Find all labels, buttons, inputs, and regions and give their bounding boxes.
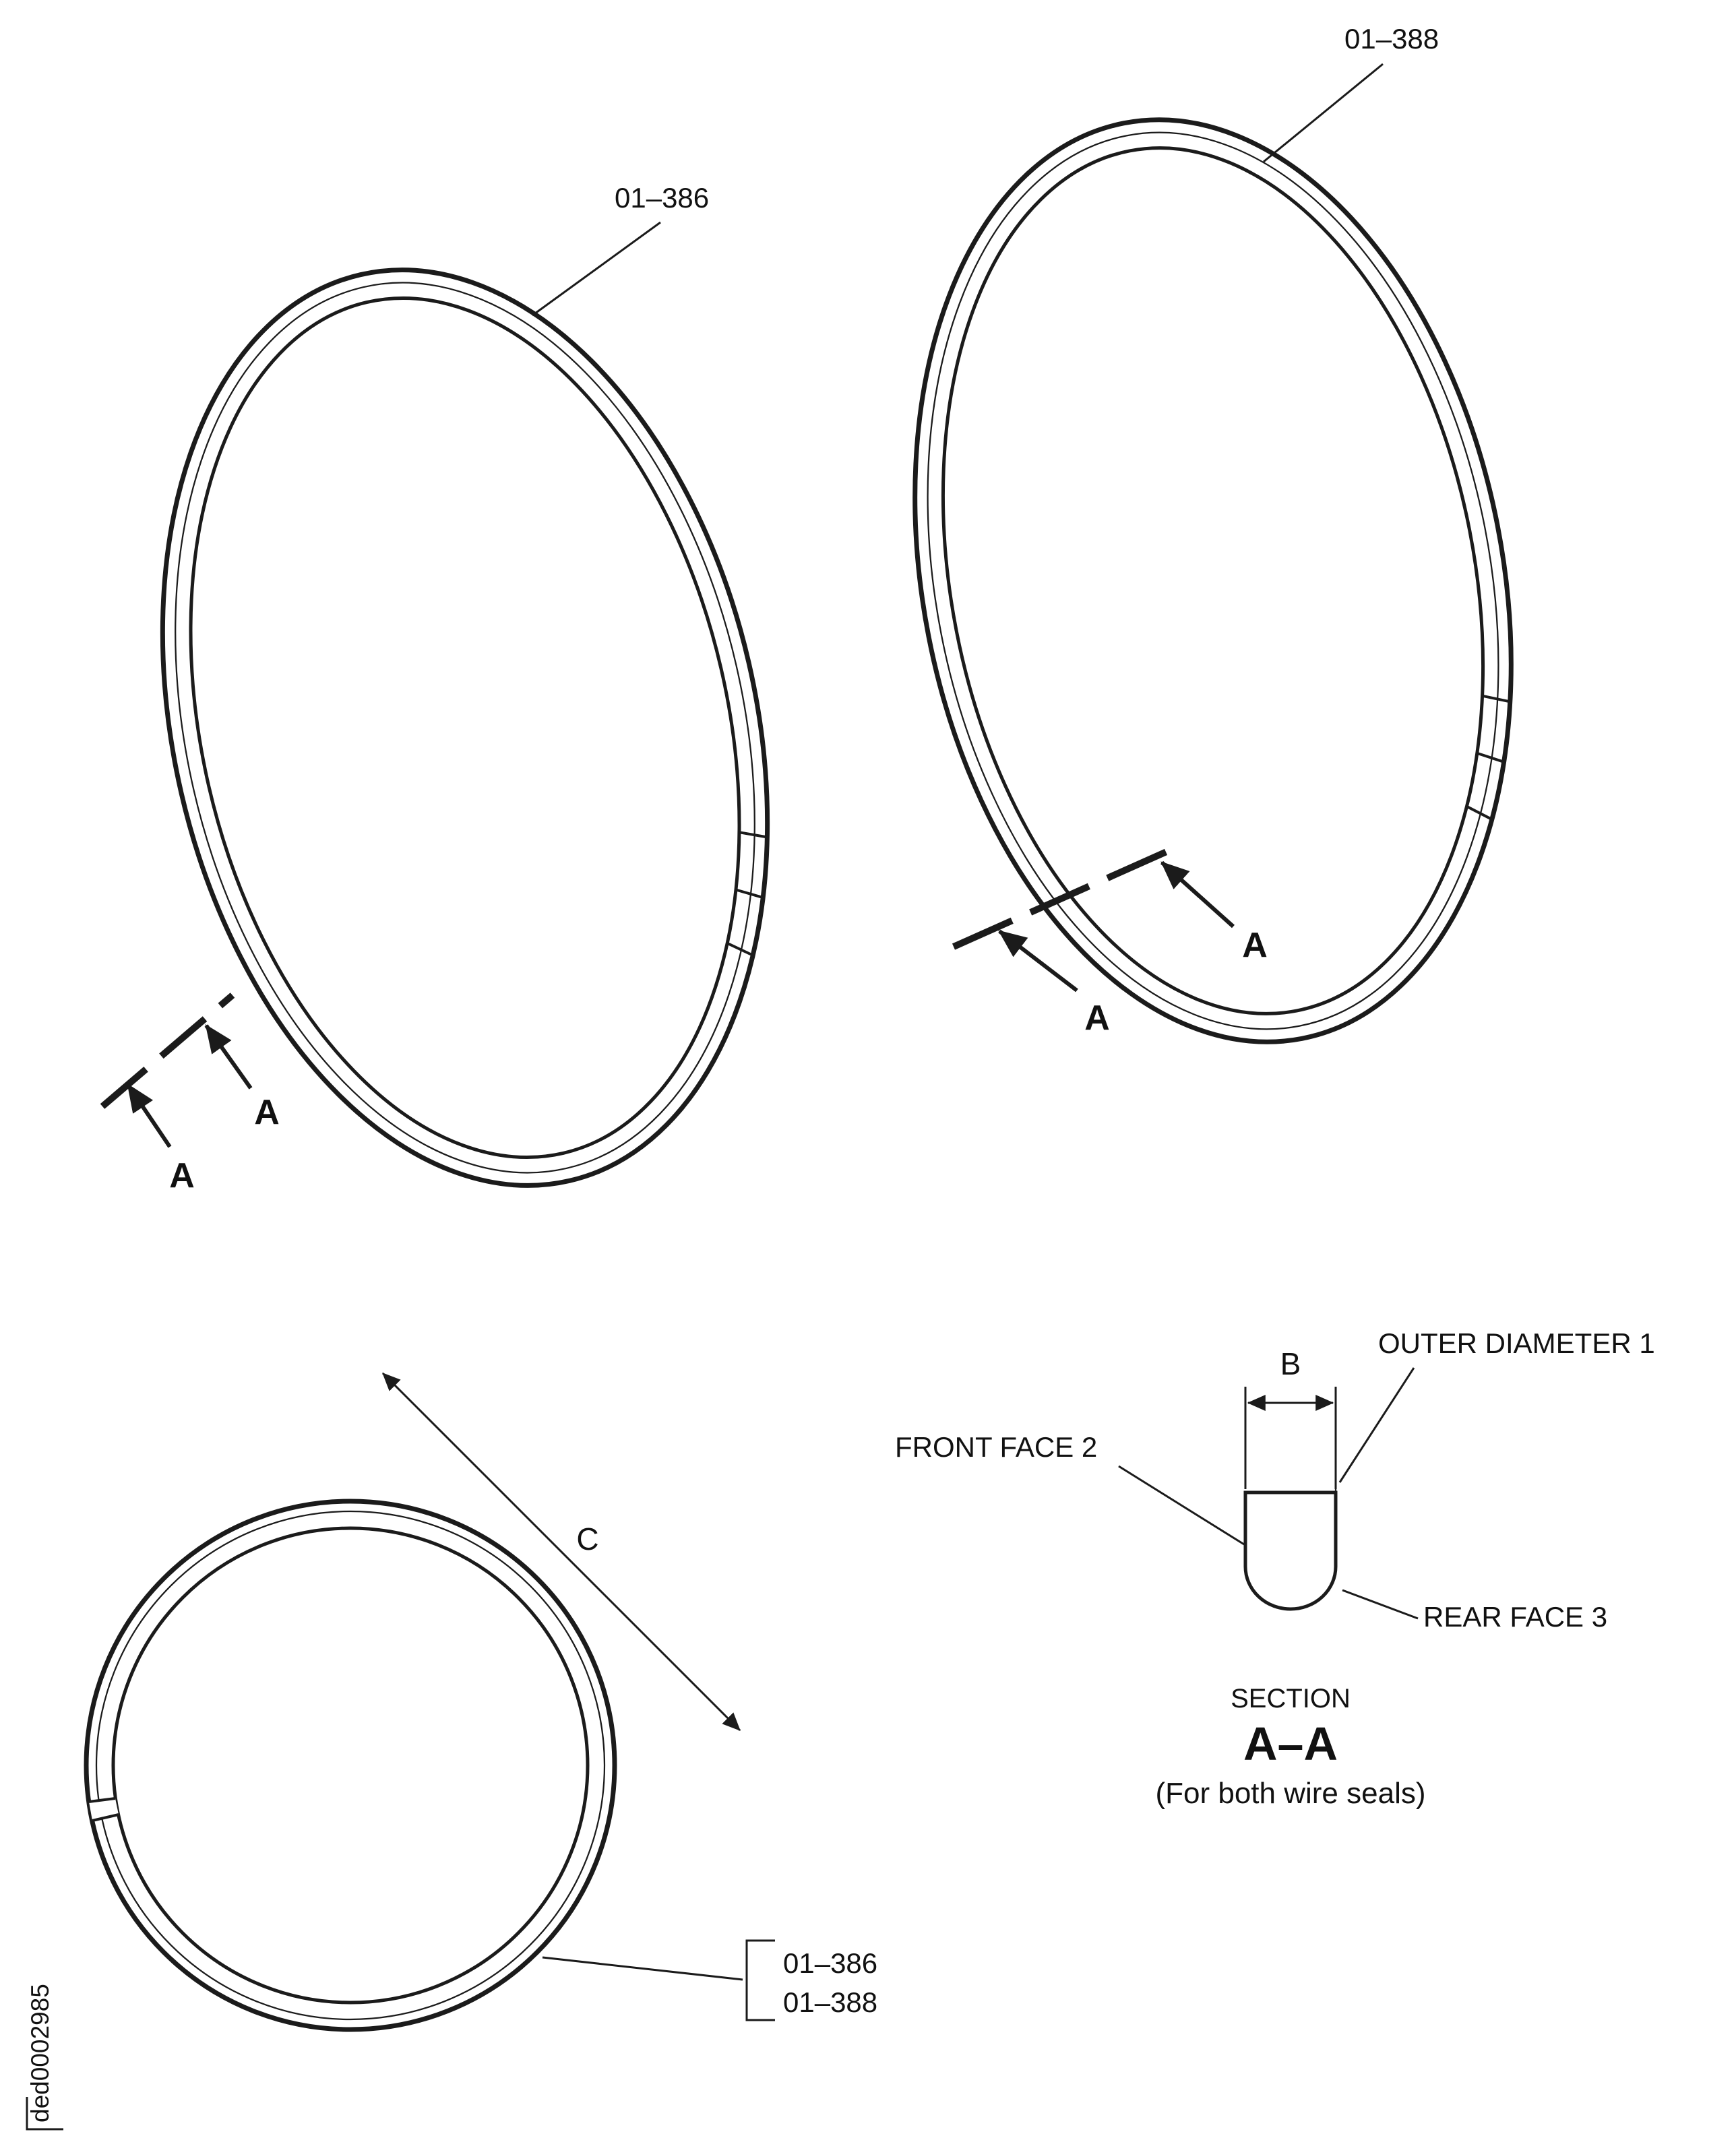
dimension-label-c: C (576, 1521, 598, 1556)
front-view-split-line-1 (92, 1813, 119, 1822)
document-id-bracket (26, 2097, 63, 2131)
dimension-label-b: B (1280, 1346, 1301, 1381)
ring-right-notch-2 (1477, 751, 1504, 763)
front-view-split-line-2 (88, 1797, 116, 1803)
outer-diameter-leader (1338, 1367, 1415, 1483)
front-face-label: FRONT FACE 2 (895, 1431, 1097, 1463)
ring-left-outer-edge (160, 268, 770, 1188)
front-view-inner-edge (111, 1526, 590, 2005)
section-arrow-right-1 (1160, 860, 1235, 929)
section-arrow-right-2 (998, 929, 1078, 993)
section-arrow-label-right-2: A (1084, 999, 1110, 1038)
ring-left-inner-edge (189, 296, 741, 1159)
section-arrow-label-left-2: A (254, 1093, 280, 1132)
part-number-right-label: 01–388 (1344, 23, 1439, 55)
section-title: SECTION (1231, 1684, 1351, 1713)
section-name: A–A (1243, 1718, 1338, 1770)
ring-right-inner-edge (941, 146, 1485, 1015)
rear-face-label: REAR FACE 3 (1423, 1601, 1607, 1633)
part-number-right-leader (1263, 63, 1384, 163)
ring-left-notch-2 (735, 888, 764, 899)
front-view-part-number-1: 01–386 (783, 1947, 877, 1979)
wire-seal-front-view: C 01–386 01–388 (84, 1372, 877, 2032)
section-arrow-label-right-1: A (1242, 926, 1268, 965)
ring-left-notch-3 (726, 941, 753, 957)
front-view-parts-leader (542, 1956, 743, 1981)
wire-seal-cross-section-profile (1243, 1490, 1338, 1611)
ring-right-notch-1 (1482, 694, 1510, 703)
ring-left-notch-1 (739, 831, 768, 839)
wire-seal-left-ring: 01–386 A A (100, 182, 770, 1195)
dimension-line-c (381, 1372, 741, 1732)
outer-diameter-label: OUTER DIAMETER 1 (1378, 1327, 1655, 1359)
front-view-parts-bracket (745, 1939, 775, 2021)
document-id-block: ded0002985 (26, 1984, 63, 2131)
section-arrow-left-1 (126, 1083, 172, 1148)
part-number-left-leader (532, 221, 661, 317)
section-cut-line-left (100, 993, 235, 1109)
front-view-part-number-2: 01–388 (783, 1986, 877, 2018)
front-view-face-line (95, 1510, 606, 2021)
section-arrow-label-left-1: A (169, 1156, 195, 1195)
front-view-outer-edge (84, 1499, 617, 2032)
section-arrow-left-2 (204, 1024, 253, 1090)
rear-face-leader (1342, 1589, 1419, 1620)
front-face-leader (1118, 1465, 1245, 1546)
section-cut-line-right (952, 846, 1175, 950)
wire-seal-right-ring: 01–388 A A (912, 23, 1514, 1044)
section-note: (For both wire seals) (1155, 1777, 1425, 1810)
ring-right-notch-3 (1465, 805, 1492, 821)
ring-right-outer-edge (912, 117, 1514, 1044)
section-a-a-view: B OUTER DIAMETER 1 FRONT FACE 2 REAR FAC… (895, 1327, 1655, 1810)
ring-right-face-line (927, 131, 1499, 1030)
document-id-text: ded0002985 (26, 1984, 54, 2122)
part-number-left-label: 01–386 (615, 182, 709, 214)
ring-left-face-line (175, 282, 755, 1174)
